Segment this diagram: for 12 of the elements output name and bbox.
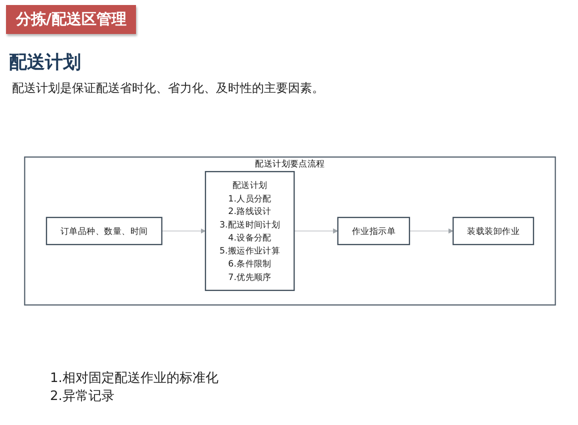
node-box: 装载装卸作业 xyxy=(452,216,534,246)
note-text: 1.相对固定配送作业的标准化 xyxy=(50,370,218,388)
arrow xyxy=(162,228,206,234)
section-tag: 分拣/配送区管理 xyxy=(6,5,136,34)
description-text: 配送计划是保证配送省时化、省力化、及时性的主要因素。 xyxy=(12,80,324,97)
node-box: 订单品种、数量、时间 xyxy=(46,216,162,246)
node-box: 配送计划 1.人员分配 2.路线设计 3.配送时间计划 4.设备分配 5.搬运作业计算 6.条件限制 7.优先顺序 xyxy=(204,171,295,291)
arrow xyxy=(409,228,454,234)
note-text: 2.异常记录 xyxy=(50,388,114,406)
node-box: 作业指示单 xyxy=(337,216,410,246)
page-title: 配送计划 xyxy=(9,51,81,74)
arrow xyxy=(294,228,338,234)
